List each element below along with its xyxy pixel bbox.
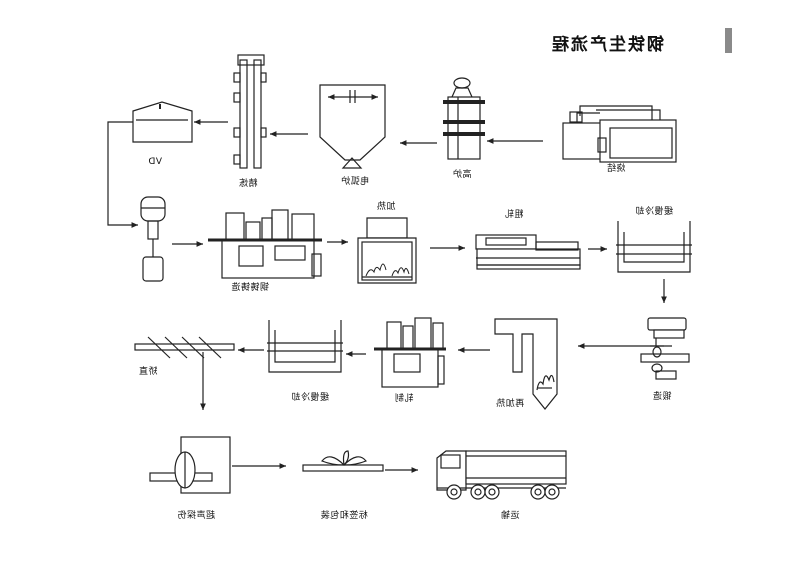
label-transport: 运输: [500, 511, 520, 521]
page-tab-marker: [725, 28, 732, 53]
straightening-machine: [134, 336, 235, 359]
reheating-furnace: [357, 217, 417, 284]
ultrasonic-testing: [149, 436, 231, 494]
label-marking-packing: 标签和包装: [320, 511, 368, 521]
slow-cooling-pit-bottom: [267, 320, 343, 373]
label-continuous-casting: 钢铸铸造: [231, 283, 270, 293]
label-ultrasonic: 超声探伤: [177, 511, 216, 521]
label-slow-cooling-top: 缓慢冷却: [635, 207, 674, 217]
sinter-machine: [562, 105, 677, 163]
continuous-casting-machine: [208, 209, 322, 279]
electric-arc-furnace: [319, 84, 386, 169]
forging-press: [640, 317, 690, 380]
label-sinter: 烧结: [606, 164, 626, 174]
label-refining: 精炼: [238, 179, 258, 189]
label-reheat-top: 加热: [376, 202, 396, 212]
marking-packing: [302, 450, 384, 472]
label-blast-furnace: 高炉: [452, 170, 472, 180]
diagram-title: 钢铁生产流程: [550, 35, 664, 55]
slow-cooling-pit-top: [616, 221, 692, 273]
caster-ladle: [140, 196, 166, 282]
refining-unit: [233, 54, 267, 169]
reheat-furnace-bottom: [494, 318, 558, 410]
label-electric-furnace: 电弧炉: [340, 177, 370, 187]
finish-rolling-mill: [374, 317, 446, 388]
label-reheat-bottom: 再加热: [495, 399, 525, 409]
rough-rolling-mill: [475, 234, 581, 270]
label-finish-rolling: 轧制: [394, 394, 414, 404]
label-slow-cooling-bottom: 缓慢冷却: [291, 393, 330, 403]
label-forging: 锻造: [652, 392, 672, 402]
vd-station: [132, 101, 193, 143]
label-straightening: 矫直: [138, 367, 158, 377]
transport-truck: [436, 450, 567, 500]
label-vd: VD: [147, 157, 163, 167]
label-rough-rolling: 粗轧: [504, 210, 524, 220]
blast-furnace: [443, 77, 485, 160]
arrow-vd-to-casting: [107, 121, 138, 228]
